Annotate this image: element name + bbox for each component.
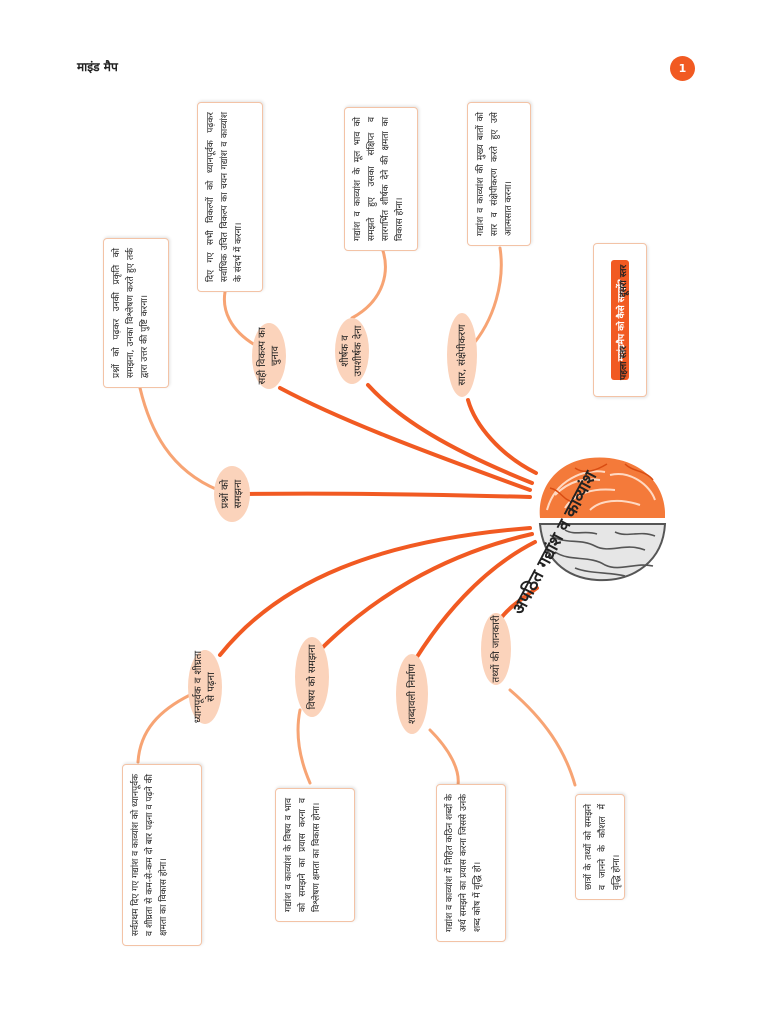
- description-box-shirshak: गद्यांश व काव्यांश के मूल भाव को समझते ह…: [344, 107, 418, 251]
- node-shirshak: शीर्षक व उपशीर्षक देना: [335, 318, 369, 384]
- branch-line-shirshak: [366, 383, 534, 485]
- description-box-vikalp: दिए गए सभी विकल्पों को ध्यानपूर्वक पढ़कर…: [197, 102, 263, 292]
- description-text: छात्रों के तथ्यों को समझने व जानने के कौ…: [584, 804, 622, 890]
- sub-line-tathyon: [508, 688, 577, 787]
- branch-line-saar: [466, 398, 538, 475]
- page-number-badge: 1: [670, 56, 695, 81]
- branch-line-vishay: [318, 532, 534, 652]
- node-vishay: विषय को समझना: [295, 637, 329, 717]
- node-shabdavali: शब्दावली निर्माण: [396, 654, 428, 734]
- brain-icon: [538, 457, 667, 582]
- node-label: प्रश्नों को समझना: [220, 479, 244, 509]
- branch-line-prashno: [243, 491, 532, 499]
- sub-line-dhyan: [136, 693, 192, 764]
- node-tathyon: तथ्यों की जानकारी: [481, 613, 511, 685]
- node-saar: सार, संक्षेपीकरण: [447, 313, 477, 397]
- branch-line-dhyan: [218, 526, 532, 657]
- node-label: शीर्षक व उपशीर्षक देना: [340, 325, 364, 377]
- description-text: सर्वप्रथम दिए गए गद्यांश व काव्यांश को ध…: [131, 774, 169, 936]
- description-text: प्रश्नों को पढ़कर उनकी प्रकृति को समझना,…: [112, 248, 150, 378]
- node-vikalp: सही विकल्प का चुनाव: [252, 323, 286, 389]
- page-title: माइंड मैप: [77, 60, 118, 74]
- node-label: विषय को समझना: [306, 644, 318, 710]
- description-box-shabdavali: गद्यांश व काव्यांश में निहित कठिन शब्दों…: [436, 784, 506, 942]
- description-box-dhyan: सर्वप्रथम दिए गए गद्यांश व काव्यांश को ध…: [122, 764, 202, 946]
- node-label: तथ्यों की जानकारी: [490, 615, 502, 683]
- description-box-saar: गद्यांश व काव्यांश की मुख्य बातों को सार…: [467, 102, 531, 246]
- description-text: गद्यांश व काव्यांश में निहित कठिन शब्दों…: [445, 794, 483, 932]
- node-prashno: प्रश्नों को समझना: [214, 466, 250, 522]
- legend-box: माइंडमैप को कैसे समझें? पहला स्तर दूसरा …: [593, 243, 647, 397]
- description-text: गद्यांश व काव्यांश के मूल भाव को समझते ह…: [353, 117, 405, 241]
- description-text: गद्यांश व काव्यांश के विषय व भाव को समझन…: [284, 798, 322, 912]
- sub-line-prashno: [138, 386, 220, 492]
- sub-line-shirshak: [350, 246, 387, 320]
- sub-line-vikalp: [222, 290, 257, 347]
- sub-line-saar: [468, 246, 503, 350]
- branch-line-shabdavali: [413, 540, 537, 662]
- legend-first-level: पहला स्तर: [619, 346, 629, 380]
- description-box-prashno: प्रश्नों को पढ़कर उनकी प्रकृति को समझना,…: [103, 238, 169, 388]
- node-label: शब्दावली निर्माण: [406, 663, 418, 725]
- legend-second-level: दूसरा स्तर: [619, 264, 629, 298]
- description-box-tathyon: छात्रों के तथ्यों को समझने व जानने के कौ…: [575, 794, 625, 900]
- description-text: दिए गए सभी विकल्पों को ध्यानपूर्वक पढ़कर…: [206, 112, 244, 282]
- node-dhyan: ध्यानपूर्वक व शीघ्रता से पढ़ना: [188, 650, 222, 724]
- node-label: सार, संक्षेपीकरण: [456, 324, 468, 386]
- node-label: ध्यानपूर्वक व शीघ्रता से पढ़ना: [193, 650, 217, 724]
- sub-line-shabdavali: [428, 728, 460, 787]
- node-label: सही विकल्प का चुनाव: [257, 327, 281, 385]
- branch-line-vikalp: [278, 386, 532, 492]
- sub-line-vishay: [296, 708, 312, 785]
- description-box-vishay: गद्यांश व काव्यांश के विषय व भाव को समझन…: [275, 788, 355, 922]
- description-text: गद्यांश व काव्यांश की मुख्य बातों को सार…: [476, 112, 514, 236]
